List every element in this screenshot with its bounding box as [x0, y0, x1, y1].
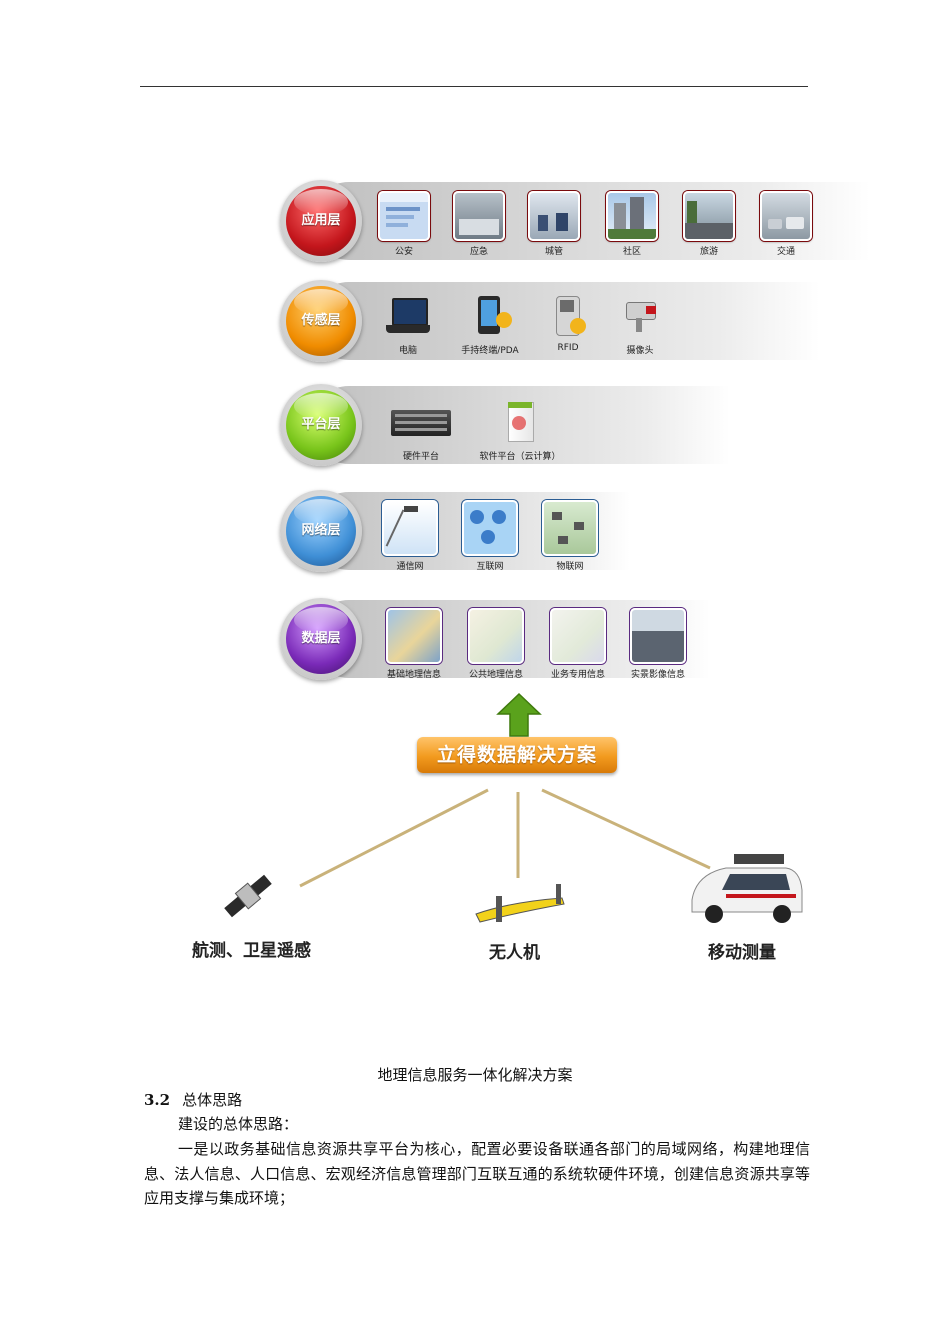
source-connector-lines [299, 788, 711, 888]
header-rule [140, 86, 808, 87]
urban-management-photo-thumbnail [528, 191, 580, 241]
platform-item-hardware: 硬件平台 [386, 400, 456, 462]
iot-network-thumbnail [542, 500, 598, 556]
platform-item-software: 软件平台（云计算） [470, 400, 570, 462]
app-item-traffic: 交通 [758, 191, 814, 257]
tourism-photo-thumbnail [683, 191, 735, 241]
data-item-business: 业务专用信息 [542, 608, 614, 680]
section-heading: 3.2 总体思路 [144, 1089, 242, 1110]
server-rack-icon [391, 400, 451, 446]
camera-icon [616, 294, 664, 340]
figure-caption: 地理信息服务一体化解决方案 [377, 1066, 573, 1084]
architecture-figure: 应用层 公安 应急 城管 社区 旅游 [180, 170, 880, 990]
sensing-item-rfid: RFID [540, 294, 596, 353]
basic-geo-map-thumbnail [386, 608, 442, 664]
source-label-mobile-mapping: 移动测量 [708, 943, 776, 963]
realscene-image-thumbnail [630, 608, 686, 664]
app-item-tourism: 旅游 [681, 191, 737, 257]
drone-icon [475, 884, 565, 923]
layer-orb-data: 数据层 [280, 598, 362, 680]
section-number: 3.2 [144, 1091, 171, 1109]
emergency-photo-thumbnail [453, 191, 505, 241]
satellite-icon [224, 874, 272, 918]
layer-orb-network: 网络层 [280, 490, 362, 572]
network-item-iot: 物联网 [542, 500, 598, 572]
layer-orb-application: 应用层 [280, 180, 362, 262]
network-item-telecom: 通信网 [382, 500, 438, 572]
sensing-item-camera: 摄像头 [612, 294, 668, 356]
paragraph-first-point: 一是以政务基础信息资源共享平台为核心，配置必要设备联通各部门的局域网络，构建地理… [144, 1140, 810, 1207]
software-box-icon [496, 400, 544, 446]
app-item-emergency: 应急 [451, 191, 507, 257]
community-photo-thumbnail [606, 191, 658, 241]
app-item-urban-management: 城管 [526, 191, 582, 257]
layer-orb-platform: 平台层 [280, 384, 362, 466]
laptop-icon [384, 294, 432, 340]
paragraph-intro: 建设的总体思路： [178, 1115, 299, 1133]
data-item-basic-geo: 基础地理信息 [378, 608, 450, 680]
survey-van-icon [691, 854, 803, 923]
layer-orb-sensing: 传感层 [280, 280, 362, 362]
up-arrow-icon [496, 692, 542, 737]
layer-label: 应用层 [301, 213, 341, 228]
section-title: 总体思路 [182, 1091, 243, 1109]
traffic-photo-thumbnail [760, 191, 812, 241]
data-item-public-geo: 公共地理信息 [460, 608, 532, 680]
business-map-thumbnail [550, 608, 606, 664]
data-item-realscene: 实景影像信息 [622, 608, 694, 680]
network-item-internet: 互联网 [462, 500, 518, 572]
source-label-drone: 无人机 [489, 943, 540, 963]
internet-network-thumbnail [462, 500, 518, 556]
telecom-network-thumbnail [382, 500, 438, 556]
app-item-police: 公安 [376, 191, 432, 257]
source-label-aerial-satellite: 航测、卫星遥感 [192, 941, 311, 961]
sensing-item-handheld: 手持终端/PDA [452, 294, 528, 356]
handheld-pda-icon [466, 294, 514, 340]
rfid-reader-icon [544, 294, 592, 340]
public-geo-map-thumbnail [468, 608, 524, 664]
app-item-community: 社区 [604, 191, 660, 257]
police-screen-thumbnail [378, 191, 430, 241]
solution-banner: 立得数据解决方案 [417, 737, 617, 773]
sensing-item-computer: 电脑 [380, 294, 436, 356]
